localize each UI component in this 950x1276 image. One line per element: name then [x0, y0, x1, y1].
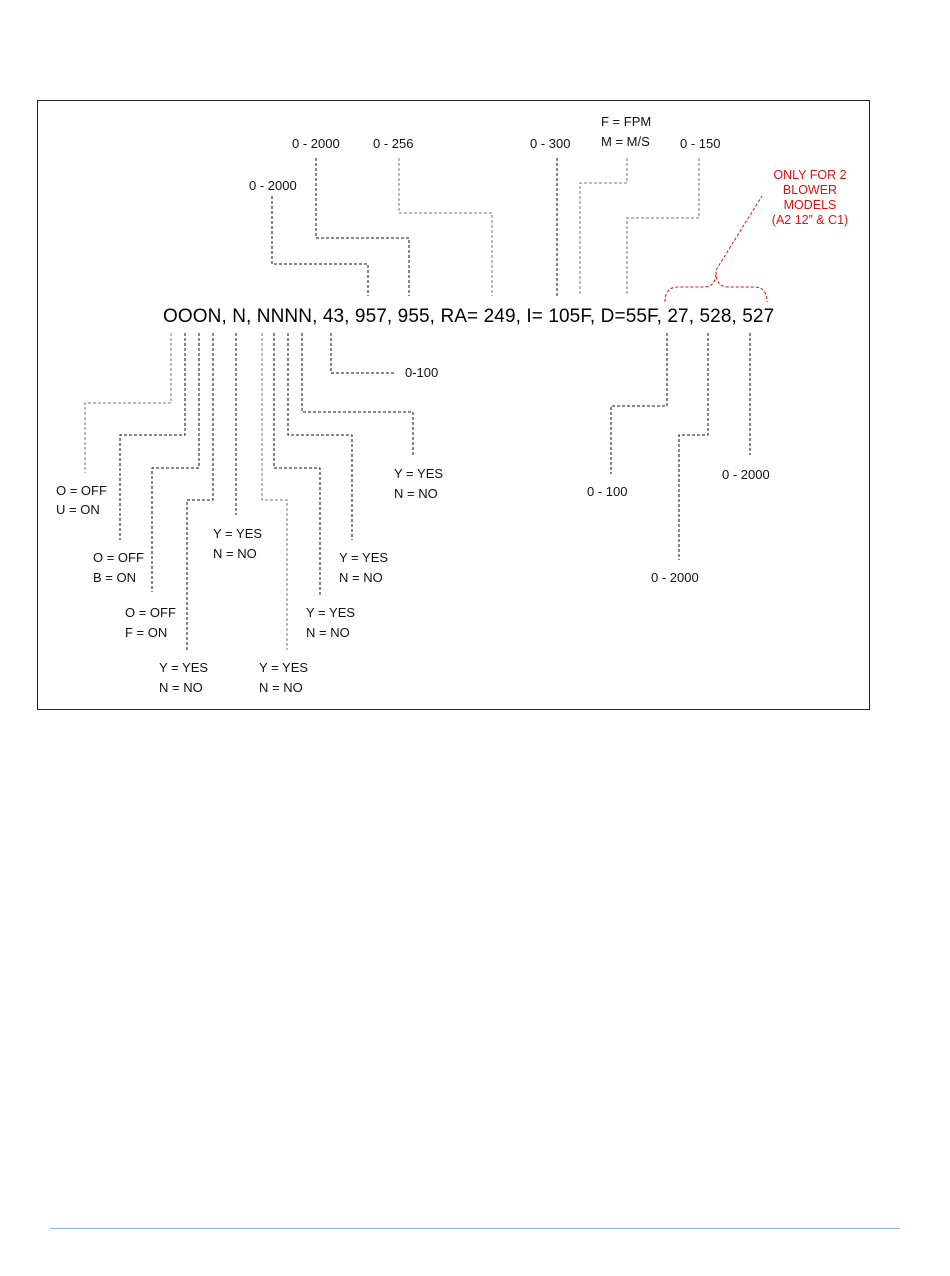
option-label: Y = YES	[213, 526, 263, 541]
option-label: Y = YES	[394, 466, 444, 481]
units-label: F = FPM	[601, 114, 652, 129]
range-label: 0 - 256	[373, 136, 414, 151]
blower-note: ONLY FOR 2 BLOWER MODELS (A2 12” & C1)	[760, 168, 860, 228]
range-label: 0 - 2000	[722, 467, 770, 482]
range-label: 0-100	[405, 365, 439, 380]
note-line: MODELS	[783, 198, 837, 212]
option-label: U = ON	[56, 502, 100, 517]
range-label: 0 - 300	[530, 136, 571, 151]
option-label: N = NO	[259, 680, 303, 695]
footer-rule	[50, 1228, 900, 1229]
range-label: 0 - 2000	[249, 178, 297, 193]
note-line: ONLY FOR 2	[773, 168, 847, 182]
option-label: N = NO	[213, 546, 257, 561]
option-label: F = ON	[125, 625, 168, 640]
option-label: N = NO	[159, 680, 203, 695]
option-label: O = OFF	[93, 550, 144, 565]
option-label: Y = YES	[306, 605, 356, 620]
option-label: N = NO	[306, 625, 350, 640]
note-line: (A2 12” & C1)	[771, 213, 849, 227]
range-label: 0 - 150	[680, 136, 721, 151]
units-label: M = M/S	[601, 134, 650, 149]
option-label: Y = YES	[339, 550, 389, 565]
diagram-frame	[37, 100, 870, 710]
note-line: BLOWER	[782, 183, 838, 197]
data-string: OOON, N, NNNN, 43, 957, 955, RA= 249, I=…	[163, 306, 775, 327]
option-label: N = NO	[339, 570, 383, 585]
option-label: O = OFF	[56, 483, 107, 498]
range-label: 0 - 100	[587, 484, 628, 499]
option-label: N = NO	[394, 486, 438, 501]
option-label: B = ON	[93, 570, 136, 585]
option-label: Y = YES	[159, 660, 209, 675]
option-label: O = OFF	[125, 605, 176, 620]
range-label: 0 - 2000	[292, 136, 340, 151]
option-label: Y = YES	[259, 660, 309, 675]
range-label: 0 - 2000	[651, 570, 699, 585]
